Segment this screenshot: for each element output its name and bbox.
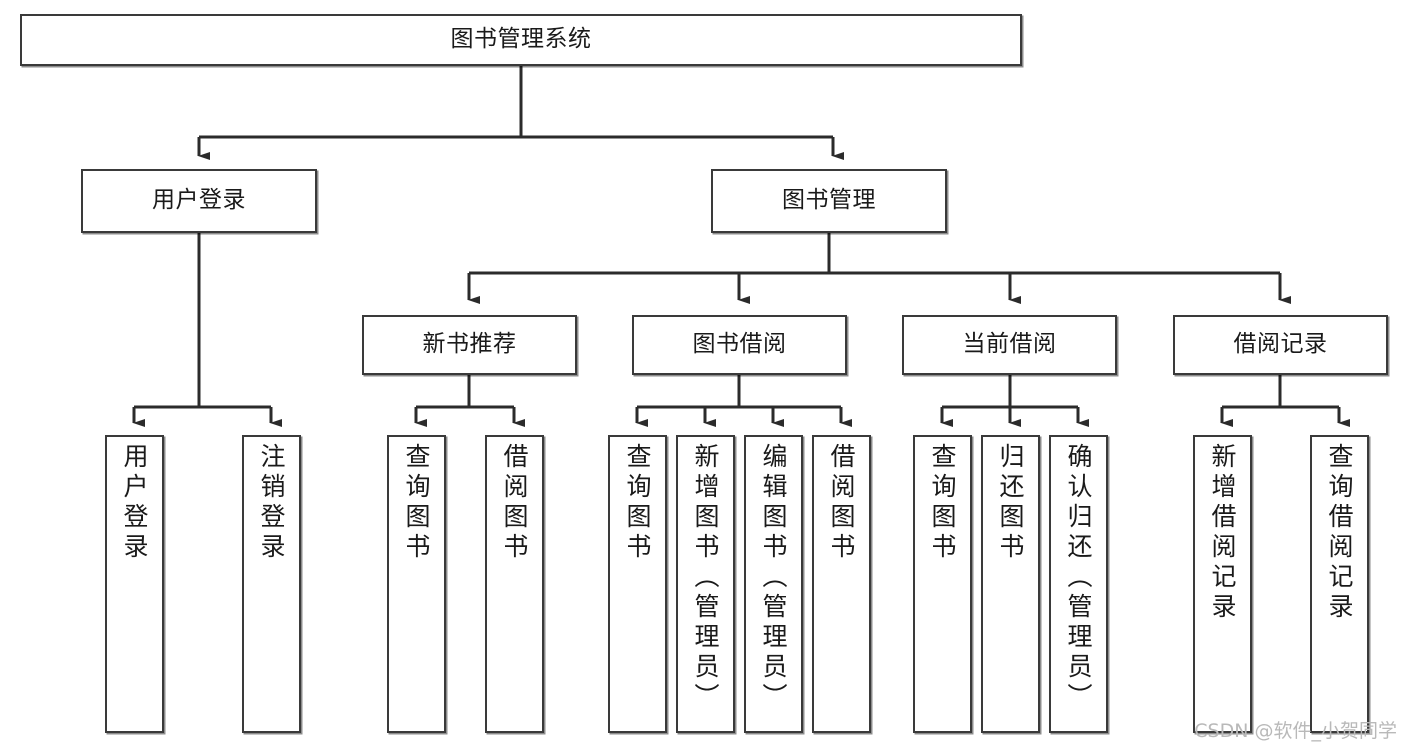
node-leaf-add-book[interactable]: 新增图书（管理员） — [676, 435, 735, 733]
node-label: 注销登录 — [257, 443, 286, 563]
node-label: 用户登录 — [152, 187, 246, 214]
node-leaf-return-book[interactable]: 归还图书 — [981, 435, 1040, 733]
node-leaf-query-book-3[interactable]: 查询图书 — [913, 435, 972, 733]
node-label: 用户登录 — [120, 443, 149, 563]
node-user-login[interactable]: 用户登录 — [81, 169, 317, 233]
node-book-borrow[interactable]: 图书借阅 — [632, 315, 847, 375]
node-root-system[interactable]: 图书管理系统 — [20, 14, 1022, 66]
node-leaf-user-login[interactable]: 用户登录 — [105, 435, 164, 733]
node-leaf-logout-login[interactable]: 注销登录 — [242, 435, 301, 733]
node-label: 当前借阅 — [962, 331, 1057, 358]
node-leaf-borrow-book-1[interactable]: 借阅图书 — [485, 435, 544, 733]
node-label: 新书推荐 — [422, 331, 517, 358]
node-label: 借阅记录 — [1233, 331, 1328, 358]
node-leaf-confirm-return[interactable]: 确认归还（管理员） — [1049, 435, 1108, 733]
watermark-text: CSDN @软件_小贺同学 — [1194, 720, 1397, 742]
node-new-book-recommend[interactable]: 新书推荐 — [362, 315, 577, 375]
node-leaf-add-borrow-record[interactable]: 新增借阅记录 — [1193, 435, 1252, 733]
node-current-borrow[interactable]: 当前借阅 — [902, 315, 1117, 375]
node-label: 新增借阅记录 — [1208, 443, 1237, 623]
node-label: 查询图书 — [623, 443, 652, 563]
node-label: 图书管理系统 — [450, 26, 592, 53]
node-label: 借阅图书 — [827, 443, 856, 563]
node-label: 查询图书 — [928, 443, 957, 563]
node-label: 查询图书 — [402, 443, 431, 563]
node-label: 查询借阅记录 — [1325, 443, 1354, 623]
node-label: 确认归还（管理员） — [1064, 443, 1093, 713]
node-leaf-query-borrow-record[interactable]: 查询借阅记录 — [1310, 435, 1369, 733]
node-leaf-query-book-2[interactable]: 查询图书 — [608, 435, 667, 733]
node-label: 归还图书 — [996, 443, 1025, 563]
node-leaf-edit-book[interactable]: 编辑图书（管理员） — [744, 435, 803, 733]
node-borrow-record[interactable]: 借阅记录 — [1173, 315, 1388, 375]
node-label: 图书管理 — [782, 187, 876, 214]
node-leaf-borrow-book-2[interactable]: 借阅图书 — [812, 435, 871, 733]
node-leaf-query-book-1[interactable]: 查询图书 — [387, 435, 446, 733]
node-label: 新增图书（管理员） — [691, 443, 720, 713]
node-label: 编辑图书（管理员） — [759, 443, 788, 713]
node-label: 图书借阅 — [692, 331, 787, 358]
node-label: 借阅图书 — [500, 443, 529, 563]
node-book-management[interactable]: 图书管理 — [711, 169, 947, 233]
